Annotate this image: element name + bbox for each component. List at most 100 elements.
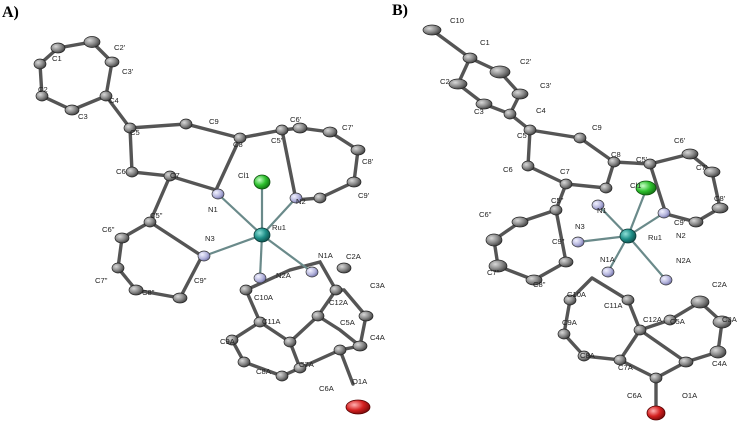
atom-label: Cl1 <box>238 171 249 180</box>
atom-label: C3A <box>370 281 386 290</box>
atom-label: C9A <box>562 318 578 327</box>
panel-b-atoms <box>422 24 732 421</box>
carbon-atom <box>225 334 239 346</box>
ruthenium-atom <box>619 228 637 244</box>
atom-label: C5" <box>551 196 564 205</box>
carbon-atom <box>358 310 374 322</box>
atom-label: C4 <box>109 96 119 105</box>
atom-label: C9 <box>592 123 602 132</box>
carbon-atom <box>558 256 574 268</box>
carbon-atom <box>485 233 503 247</box>
atom-label: C2 <box>38 85 48 94</box>
carbon-atom <box>511 216 529 228</box>
nitrogen-atom <box>591 199 605 211</box>
carbon-atom <box>688 216 704 228</box>
atom-label: N2 <box>296 197 306 206</box>
atom-label: C12A <box>643 315 663 324</box>
atom-label: N1 <box>208 205 218 214</box>
atom-label: C9' <box>358 191 370 200</box>
atom-label: C9" <box>552 237 565 246</box>
nitrogen-atom <box>211 188 225 200</box>
atom-label: C5" <box>150 211 163 220</box>
atom-label: C10 <box>450 16 464 25</box>
carbon-atom <box>64 104 80 116</box>
atom-label: C2A <box>712 280 728 289</box>
carbon-atom <box>422 24 442 36</box>
carbon-atom <box>663 314 677 326</box>
atom-label: C7A <box>618 363 634 372</box>
ruthenium-atom <box>253 227 271 243</box>
carbon-atom <box>114 232 130 244</box>
carbon-atom <box>703 166 721 178</box>
carbon-atom <box>293 362 307 374</box>
atom-label: C10A <box>567 290 587 299</box>
carbon-atom <box>511 88 529 100</box>
atom-label: C5' <box>271 136 283 145</box>
carbon-atom <box>275 124 289 136</box>
atom-label: O1A <box>352 377 368 386</box>
atom-label: N2A <box>676 256 692 265</box>
carbon-atom <box>678 356 694 368</box>
carbon-atom <box>621 294 635 306</box>
atom-label: Ru1 <box>648 233 662 242</box>
carbon-atom <box>521 160 535 172</box>
atom-label: C6' <box>290 115 302 124</box>
carbon-atom <box>462 52 478 64</box>
carbon-atom <box>475 98 493 110</box>
carbon-atom <box>607 156 621 168</box>
atom-label: C8 <box>233 140 243 149</box>
chlorine-atom <box>253 174 271 190</box>
carbon-atom <box>352 340 368 352</box>
carbon-atom <box>111 262 125 274</box>
panel-a-atoms <box>33 36 374 415</box>
atom-label: N2A <box>276 271 292 280</box>
carbon-atom <box>275 370 289 382</box>
atom-label: C6' <box>674 136 686 145</box>
atom-label: N1A <box>600 255 616 264</box>
carbon-atom <box>573 132 587 144</box>
atom-label: C2' <box>520 57 532 66</box>
oxygen-atom <box>646 405 666 421</box>
carbon-atom <box>83 36 101 48</box>
atom-label: C5A <box>340 318 356 327</box>
atom-label: C6 <box>116 167 126 176</box>
oxygen-atom <box>345 399 371 415</box>
nitrogen-atom <box>601 266 615 278</box>
panel-a-label: A) <box>2 4 19 21</box>
atom-label: C7' <box>696 163 708 172</box>
chlorine-atom <box>635 180 657 196</box>
nitrogen-atom <box>253 272 267 284</box>
atom-label: C9" <box>194 276 207 285</box>
atom-label: C3' <box>122 67 134 76</box>
atom-label: C5' <box>636 155 648 164</box>
atom-label: C9 <box>209 117 219 126</box>
carbon-atom <box>163 170 177 182</box>
atom-label: C6" <box>479 210 492 219</box>
nitrogen-atom <box>305 266 319 278</box>
carbon-atom <box>50 42 66 54</box>
carbon-atom <box>33 58 47 70</box>
atom-label: C11A <box>262 317 281 326</box>
atom-label: C1 <box>52 54 62 63</box>
atom-label: C9' <box>674 218 686 227</box>
carbon-atom <box>488 259 508 273</box>
carbon-atom <box>237 356 251 368</box>
atom-label: N2 <box>676 231 686 240</box>
atom-label: C7 <box>170 171 180 180</box>
carbon-atom <box>143 216 157 228</box>
atom-label: C8" <box>142 288 155 297</box>
carbon-atom <box>523 124 537 136</box>
atom-label: C7A <box>299 360 315 369</box>
atom-label: C4 <box>536 106 546 115</box>
carbon-atom <box>557 328 571 340</box>
carbon-atom <box>350 144 366 156</box>
carbon-atom <box>125 166 139 178</box>
carbon-atom <box>253 316 267 328</box>
atom-label: C3 <box>474 107 484 116</box>
carbon-atom <box>489 65 511 79</box>
atom-label: N3 <box>205 234 215 243</box>
carbon-atom <box>709 345 727 359</box>
carbon-atom <box>99 90 113 102</box>
